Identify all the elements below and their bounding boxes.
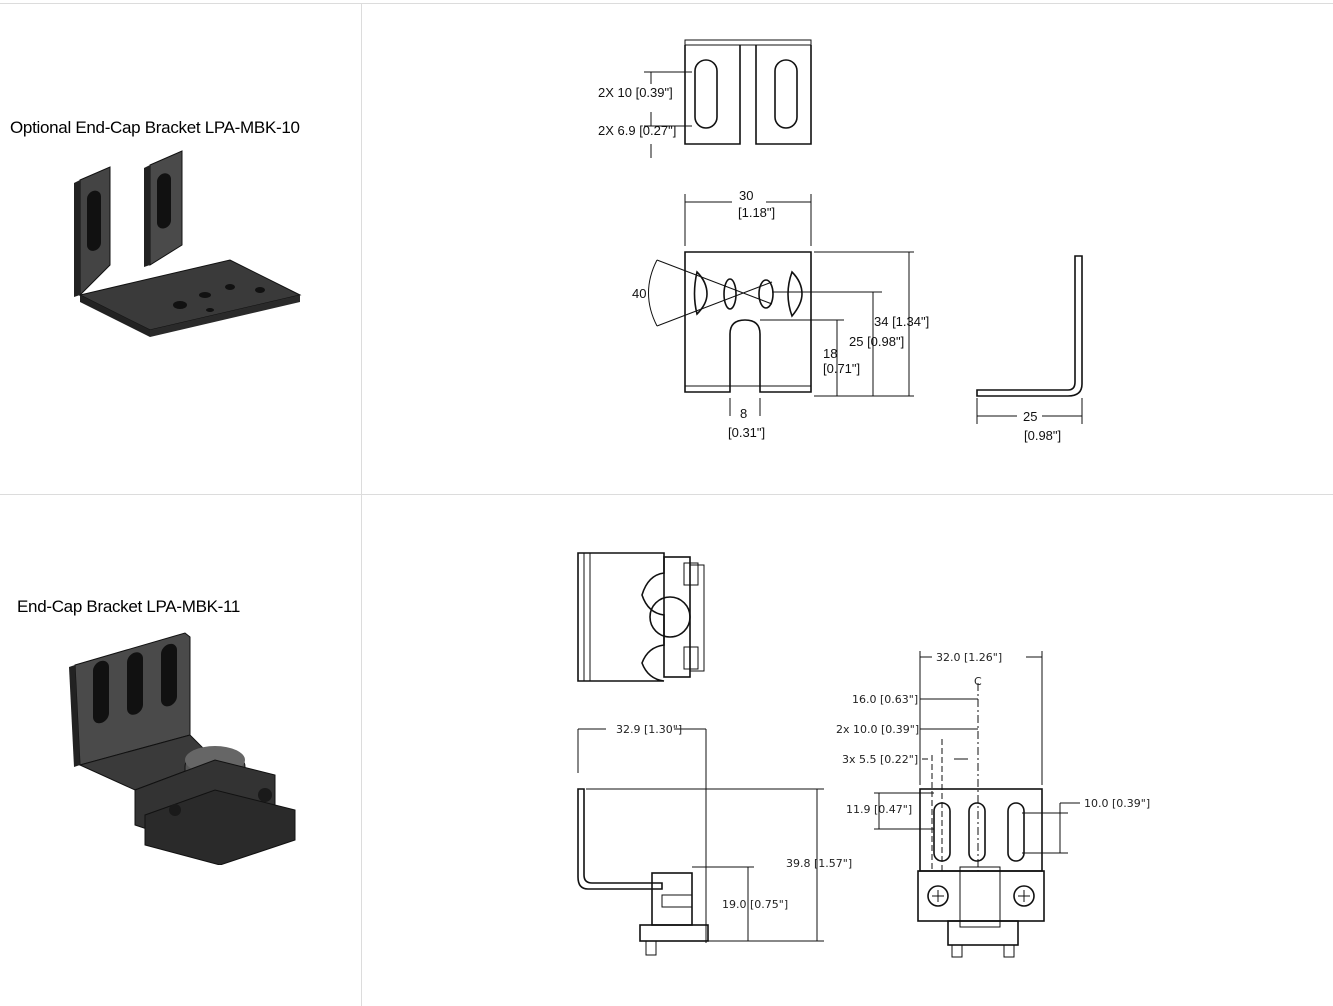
dim-height-190: 19.0 [0.75"]: [722, 898, 788, 911]
bracket-mbk10-photo: [74, 150, 302, 337]
dim-slot-length: 2X 10 [0.39"]: [598, 85, 673, 100]
dim-slot-width: 2X 6.9 [0.27"]: [598, 123, 676, 138]
drawing-mbk11: 32.9 [1.30"] 39.8 [1.57"] 19.0 [0.75"] C: [577, 552, 1150, 958]
dim-height-34: 34 [1.34"]: [874, 314, 929, 329]
side-view-mbk11: 32.9 [1.30"] 39.8 [1.57"] 19.0 [0.75"]: [577, 723, 852, 956]
dim-height-25: 25 [0.98"]: [849, 334, 904, 349]
column-divider: [361, 3, 362, 1006]
dim-side-in: [0.98"]: [1024, 428, 1061, 443]
dim-pitch-100: 2x 10.0 [0.39"]: [836, 723, 919, 736]
dim-width-mm: 30: [739, 188, 753, 203]
bracket-title-mbk10: Optional End-Cap Bracket LPA-MBK-10: [10, 118, 300, 137]
dim-height-119: 11.9 [0.47"]: [846, 803, 912, 816]
top-view-mbk10: 2X 10 [0.39"] 2X 6.9 [0.27"]: [598, 39, 812, 158]
front-view-mbk11: C 32.0 [1.26"] 16.0 [0.63"] 2x 10.0 [0.3…: [836, 651, 1150, 958]
drawing-mbk10: 2X 10 [0.39"] 2X 6.9 [0.27"] 40 30 [1.18…: [598, 39, 1083, 443]
dim-width-320: 32.0 [1.26"]: [936, 651, 1002, 664]
row-divider: [0, 494, 1333, 495]
dim-height-18-in: [0.71"]: [823, 361, 860, 376]
front-view-mbk10: 40 30 [1.18"] 34 [1.34"] 25 [0.98"] 18 […: [632, 188, 929, 440]
bracket-title-mbk11: End-Cap Bracket LPA-MBK-11: [17, 597, 241, 616]
dim-angle: 40: [632, 286, 646, 301]
dim-gap-mm: 8: [740, 406, 747, 421]
bracket-mbk11-photo: [69, 632, 296, 865]
top-view-mbk11: [577, 552, 705, 682]
dim-side-mm: 25: [1023, 409, 1037, 424]
dim-height-398: 39.8 [1.57"]: [786, 857, 852, 870]
dim-gap-in: [0.31"]: [728, 425, 765, 440]
dim-width-in: [1.18"]: [738, 205, 775, 220]
dim-slot-55: 3x 5.5 [0.22"]: [842, 753, 918, 766]
dim-height-18-mm: 18: [823, 346, 837, 361]
dim-width-329: 32.9 [1.30"]: [616, 723, 682, 736]
table-top-border: [0, 3, 1333, 4]
side-view-mbk10: 25 [0.98"]: [976, 255, 1083, 443]
dim-right-100: 10.0 [0.39"]: [1084, 797, 1150, 810]
dim-offset-160: 16.0 [0.63"]: [852, 693, 918, 706]
dim-centerline-c: C: [974, 675, 982, 688]
